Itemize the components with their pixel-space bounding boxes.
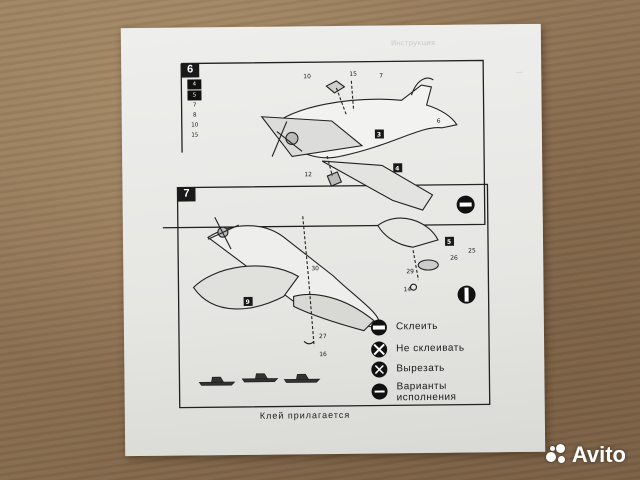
legend-cut-label: Вырезать (396, 362, 445, 375)
part-number: 14 (403, 286, 411, 293)
assembly-diagram: Инструкция — (162, 39, 523, 409)
avito-logo-icon (545, 444, 568, 466)
svg-text:9: 9 (246, 299, 250, 306)
inset-detail (377, 217, 439, 291)
part-number: 15 (349, 71, 357, 78)
step6-number-box: 6 (181, 63, 200, 78)
part-number: 25 (468, 248, 476, 255)
glue-icon (456, 195, 475, 214)
part-number: 12 (304, 171, 312, 178)
part-number: 16 (319, 351, 327, 358)
part-number: 7 (379, 72, 383, 79)
variant-silhouettes (198, 373, 321, 386)
step7-number-box: 7 (177, 187, 196, 202)
part-number: 10 (303, 73, 311, 80)
part-label-boxes (243, 129, 455, 306)
part-number: 29 (406, 268, 414, 275)
part-number: 26 (450, 255, 458, 262)
legend-variants-label: Варианты исполнения (396, 380, 457, 404)
instruction-sheet: Инструкция — (120, 23, 546, 457)
legend-glue-label: Склеить (395, 320, 438, 333)
step6-frame (162, 59, 486, 229)
no-glue-legend-icon (371, 341, 388, 358)
footer-note: Клей прилагается (259, 409, 351, 421)
aircraft-step7 (192, 216, 380, 347)
glue-legend-icon (370, 319, 387, 336)
svg-text:Инструкция: Инструкция (391, 39, 435, 47)
part-number: 30 (311, 265, 319, 272)
variants-legend-icon (371, 383, 388, 400)
svg-text:5: 5 (447, 239, 451, 246)
svg-text:—: — (516, 68, 523, 76)
svg-text:4: 4 (395, 165, 399, 172)
step6-parts-list: 4 5 7 8 10 15 (187, 79, 202, 140)
part-number: 27 (319, 333, 327, 340)
avito-wordmark: Avito (571, 442, 626, 467)
cut-legend-icon (371, 361, 388, 378)
avito-watermark: Avito (545, 442, 626, 468)
glue-icon (457, 285, 476, 304)
part-number: 6 (437, 118, 441, 125)
svg-text:3: 3 (377, 131, 381, 138)
aircraft-step6 (260, 77, 458, 211)
legend-no-glue-label: Не склеивать (396, 342, 465, 355)
